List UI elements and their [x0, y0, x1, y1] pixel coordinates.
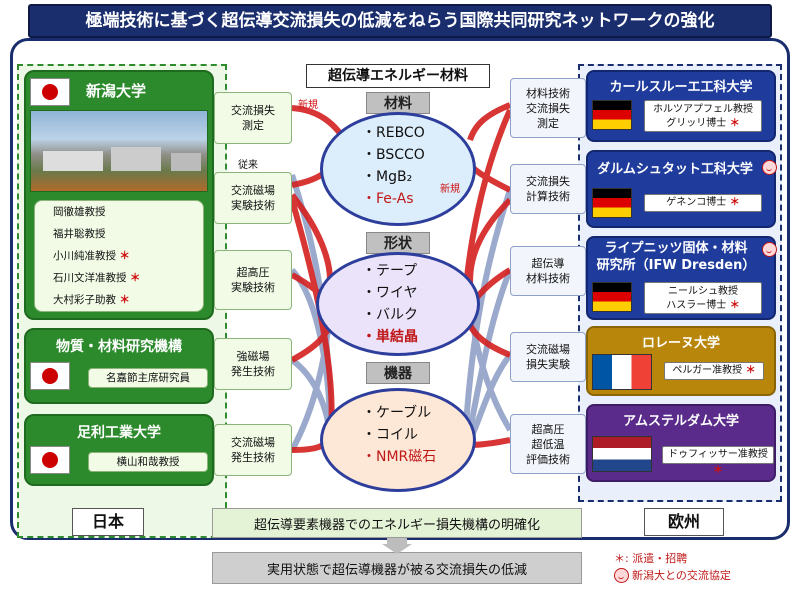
ashikaga-card: [24, 414, 214, 486]
device-item: ・コイル: [362, 427, 418, 443]
material-item: ・BSCCO: [362, 147, 425, 163]
shape-item: ・ワイヤ: [362, 285, 418, 301]
new-tag: 新規: [298, 100, 318, 111]
dresden-name: ライプニッツ固体・材料 研究所（IFW Dresden）: [596, 241, 756, 273]
ashikaga-name: 足利工業大学: [77, 425, 161, 441]
red-arrow: [469, 437, 511, 448]
devices-oval: [320, 388, 476, 492]
shape-item: ・バルク: [362, 307, 418, 323]
bottom-box-2: 実用状態で超伝導機器が被る交流損失の低減: [212, 552, 582, 584]
germany-flag-icon: [592, 282, 632, 312]
section-devices: 機器: [366, 362, 430, 384]
lorraine-name: ロレーヌ大学: [641, 336, 720, 351]
shape-item: ・テープ: [362, 263, 418, 279]
ashikaga-member: 横山和哉教授: [88, 452, 208, 472]
japan-flag-icon: [30, 78, 70, 106]
section-materials: 材料: [366, 92, 430, 114]
japan-flag-icon: [30, 446, 70, 474]
tech-box-jp: 超高圧 実験技術: [214, 250, 292, 310]
page-title: 極端技術に基づく超伝導交流損失の低減をねらう国際共同研究ネットワークの強化: [28, 4, 772, 38]
nims-member: 名嘉節主席研究員: [88, 368, 208, 388]
legend-star: ＊: 派遣・招聘: [614, 552, 688, 565]
france-flag-icon: [592, 354, 652, 390]
new-tag: 新規: [440, 184, 460, 195]
smiley-icon: [614, 568, 629, 583]
smiley-icon: [762, 160, 777, 175]
niigata-university-name: 新潟大学: [86, 82, 147, 100]
shape-oval: [316, 252, 480, 356]
germany-flag-icon: [592, 188, 632, 218]
niigata-members: 岡徹雄教授 福井聡教授 小川純准教授 ＊ 石川文洋准教授 ＊ 大村彩子助教 ＊: [34, 200, 204, 312]
material-item: ・MgB₂: [362, 169, 413, 185]
tech-box-jp: 交流損失 測定: [214, 92, 292, 144]
blue-arrow: [462, 189, 513, 441]
campus-photo: [30, 110, 208, 192]
tech-box-jp: 交流磁場 実験技術: [214, 172, 292, 224]
member-row: 福井聡教授: [53, 228, 106, 240]
europe-label: 欧州: [644, 508, 724, 536]
dresden-members: ニールシュ教授 ハスラー博士 ＊: [644, 282, 762, 314]
tech-box-jp: 交流磁場 発生技術: [214, 424, 292, 476]
amsterdam-name: アムステルダム大学: [622, 414, 740, 429]
center-header: 超伝導エネルギー材料: [306, 64, 490, 88]
tech-box-eu: 材料技術 交流損失 測定: [510, 78, 586, 138]
tech-box-eu: 超高圧 超低温 評価技術: [510, 414, 586, 474]
red-arrow: [467, 102, 512, 142]
section-shape: 形状: [366, 232, 430, 254]
darmstadt-name: ダルムシュタット工科大学: [597, 162, 753, 177]
materials-oval: [320, 112, 476, 226]
material-item: ・REBCO: [362, 125, 425, 141]
device-item: ・ケーブル: [362, 405, 432, 421]
karlsruhe-name: カールスルーエ工科大学: [609, 80, 753, 95]
netherlands-flag-icon: [592, 436, 652, 472]
shape-list: ・テープ ・ワイヤ ・バルク ・単結晶: [362, 260, 418, 348]
member-row: 岡徹雄教授: [53, 206, 106, 218]
tech-box-eu: 交流損失 計算技術: [510, 164, 586, 214]
member-row: 小川純准教授 ＊: [53, 250, 130, 262]
karlsruhe-members: ホルツアプフェル教授 グリッリ博士 ＊: [644, 100, 762, 132]
bottom-box-1: 超伝導要素機器でのエネルギー損失機構の明確化: [212, 508, 582, 538]
tech-box-eu: 超伝導 材料技術: [510, 246, 586, 296]
materials-list: ・REBCO ・BSCCO ・MgB₂ ・Fe-As: [362, 122, 425, 210]
down-arrow-icon: [382, 538, 412, 554]
conventional-tag: 従来: [238, 160, 258, 171]
material-item: ・Fe-As: [362, 191, 414, 207]
lorraine-members: ペルガー准教授 ＊: [664, 362, 764, 380]
blue-arrow: [467, 268, 513, 431]
member-row: 大村彩子助教 ＊: [53, 294, 130, 306]
legend-smiley: 新潟大との交流協定: [632, 569, 731, 582]
member-row: 石川文洋准教授 ＊: [53, 272, 141, 284]
darmstadt-members: ゲネンコ博士 ＊: [644, 194, 762, 212]
tech-box-eu: 交流磁場 損失実験: [510, 332, 586, 382]
devices-list: ・ケーブル ・コイル ・NMR磁石: [362, 402, 436, 468]
nims-name: 物質・材料研究機構: [56, 339, 182, 355]
red-arrow: [467, 323, 512, 358]
device-item: ・NMR磁石: [362, 449, 437, 465]
japan-label: 日本: [72, 508, 144, 536]
japan-flag-icon: [30, 362, 70, 390]
amsterdam-members: ドゥフィッサー准教授 ＊: [662, 446, 774, 476]
smiley-icon: [762, 242, 777, 257]
shape-item: ・単結晶: [362, 329, 418, 345]
tech-box-jp: 強磁場 発生技術: [214, 338, 292, 390]
germany-flag-icon: [592, 100, 632, 130]
